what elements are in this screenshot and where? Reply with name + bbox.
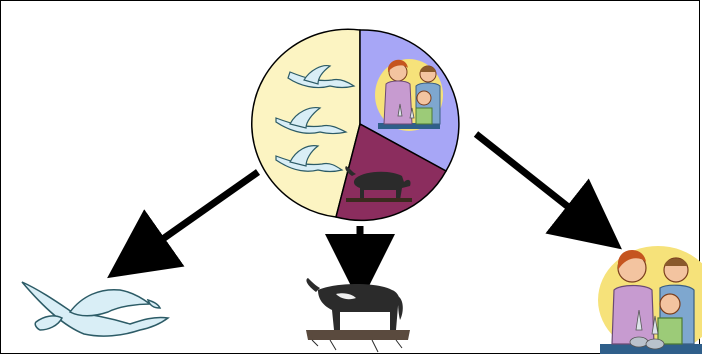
pie-chart [252, 29, 459, 220]
bird-clipart [22, 282, 168, 336]
arrow-to-family [476, 134, 600, 232]
family-clipart [598, 246, 702, 354]
pie-family-icon [375, 59, 443, 131]
arrow-to-bird [130, 172, 258, 262]
cow-clipart [306, 278, 410, 352]
